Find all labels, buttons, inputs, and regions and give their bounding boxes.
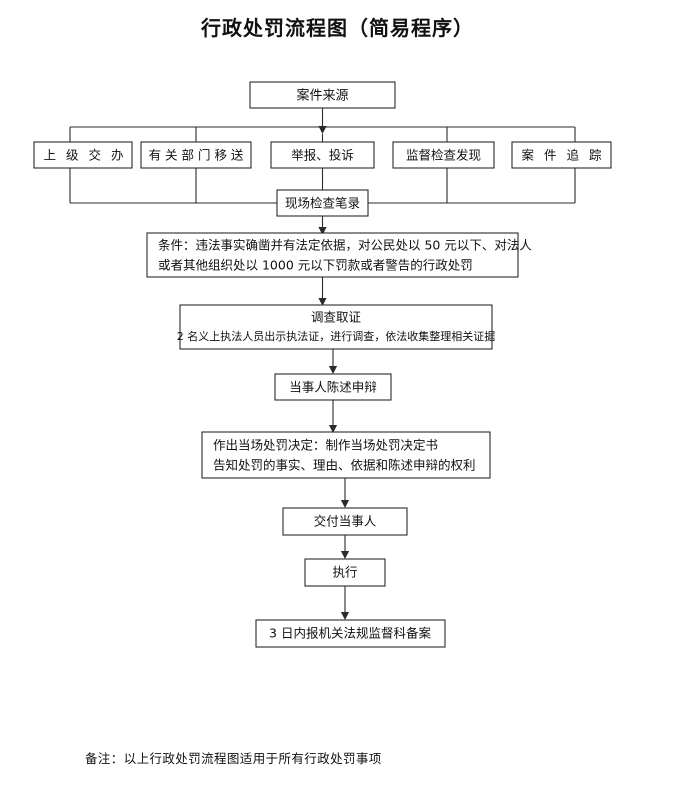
node-party-statement-label: 当事人陈述申辩: [289, 380, 377, 395]
node-execute[interactable]: 执行: [304, 558, 386, 587]
node-source-superior[interactable]: 上 级 交 办: [33, 141, 133, 169]
edge-statement-to-decision: [328, 400, 338, 433]
edge-record-to-condition: [318, 216, 327, 235]
node-case-source-label: 案件来源: [296, 89, 348, 104]
edge-execute-to-filing: [340, 586, 350, 620]
node-source-inspection[interactable]: 监督检查发现: [392, 141, 495, 169]
node-condition[interactable]: 条件：违法事实确凿并有法定依据，对公民处以 50 元以下、对法人 或者其他组织处…: [146, 232, 532, 278]
edge-source-to-bus: [69, 108, 576, 142]
node-case-source[interactable]: 案件来源: [249, 81, 396, 109]
node-investigation[interactable]: 调查取证 2 名义上执法人员出示执法证，进行调查，依法收集整理相关证据: [177, 304, 496, 350]
node-scene-inspection-record[interactable]: 现场检查笔录: [276, 189, 369, 217]
node-source-tracking-label: 案 件 追 踪: [522, 148, 605, 163]
node-onsite-decision-line2: 告知处罚的事实、理由、依据和陈述申辩的权利: [213, 458, 476, 473]
node-source-inspection-label: 监督检查发现: [406, 148, 481, 163]
node-investigation-title: 调查取证: [311, 310, 362, 325]
node-party-statement[interactable]: 当事人陈述申辩: [274, 373, 392, 401]
node-scene-inspection-record-label: 现场检查笔录: [285, 196, 360, 211]
node-deliver-to-party-label: 交付当事人: [314, 514, 377, 529]
node-source-transfer[interactable]: 有 关 部 门 移 送: [140, 141, 252, 169]
node-onsite-decision-line1: 作出当场处罚决定：制作当场处罚决定书: [213, 438, 438, 453]
node-condition-line2: 或者其他组织处以 1000 元以下罚款或者警告的行政处罚: [158, 258, 473, 273]
edge-decision-to-deliver: [340, 478, 350, 508]
node-deliver-to-party[interactable]: 交付当事人: [282, 507, 408, 536]
page-title: 行政处罚流程图（简易程序）: [201, 16, 474, 40]
node-source-report[interactable]: 举报、投诉: [270, 141, 375, 169]
node-investigation-detail: 2 名义上执法人员出示执法证，进行调查，依法收集整理相关证据: [177, 329, 496, 343]
node-source-superior-label: 上 级 交 办: [44, 148, 127, 163]
edge-deliver-to-execute: [340, 535, 350, 559]
node-source-tracking[interactable]: 案 件 追 踪: [511, 141, 612, 169]
node-source-transfer-label: 有 关 部 门 移 送: [149, 148, 244, 163]
node-onsite-decision[interactable]: 作出当场处罚决定：制作当场处罚决定书 告知处罚的事实、理由、依据和陈述申辩的权利: [201, 431, 491, 479]
node-source-report-label: 举报、投诉: [291, 148, 354, 163]
footer-note: 备注：以上行政处罚流程图适用于所有行政处罚事项: [85, 751, 382, 766]
node-filing-record[interactable]: 3 日内报机关法规监督科备案: [255, 619, 446, 648]
node-filing-record-label: 3 日内报机关法规监督科备案: [269, 626, 431, 641]
node-condition-line1: 条件：违法事实确凿并有法定依据，对公民处以 50 元以下、对法人: [158, 238, 532, 253]
edge-investigate-to-statement: [328, 349, 338, 374]
node-execute-label: 执行: [332, 565, 357, 580]
edge-sources-to-record: [69, 168, 576, 204]
edge-condition-to-investigate: [318, 277, 327, 306]
